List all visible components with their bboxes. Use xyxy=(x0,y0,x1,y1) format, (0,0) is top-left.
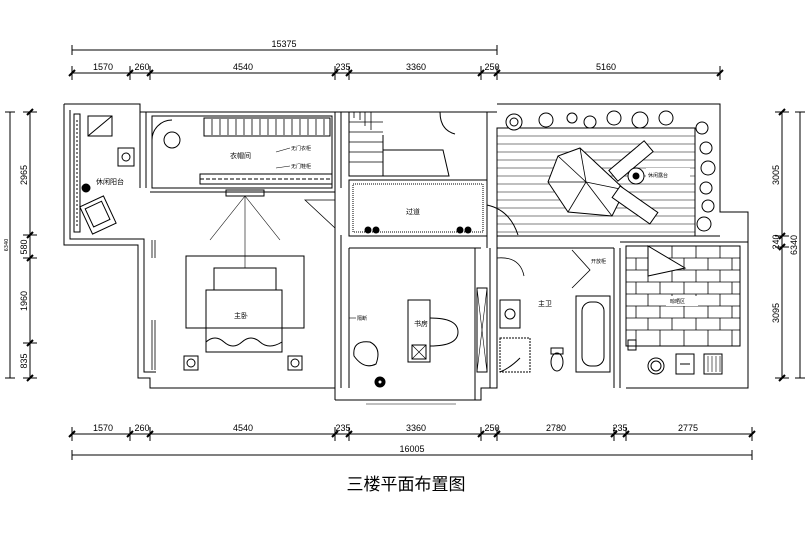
interior-walls xyxy=(340,112,748,388)
dim-top-4: 235 xyxy=(335,62,350,72)
drawing-title: 三楼平面布置图 xyxy=(346,475,466,495)
dim-left-2: 580 xyxy=(19,239,29,254)
drying-area: 晾晒区 xyxy=(625,245,741,375)
annotation-wardrobe-b: 无门鞋柜 xyxy=(291,163,311,170)
room-label-cloakroom: 衣帽间 xyxy=(230,151,251,160)
dim-right-total: 6340 xyxy=(789,235,799,255)
room-label-drying-area: 晾晒区 xyxy=(670,298,685,305)
dim-top-2: 260 xyxy=(134,62,149,72)
leisure-balcony: 休闲阳台 xyxy=(73,113,135,235)
dim-top-1: 1570 xyxy=(93,62,113,72)
dim-bottom-7: 2780 xyxy=(546,423,566,433)
dim-bottom-6: 250 xyxy=(484,423,499,433)
dim-top-5: 3360 xyxy=(406,62,426,72)
dim-bottom-3: 4540 xyxy=(233,423,253,433)
dim-bottom-total: 16005 xyxy=(399,444,424,454)
bottom-dimensions: 1570 260 4540 235 3360 250 2780 235 2775… xyxy=(68,423,756,460)
top-dimensions: 15375 1570 260 4540 235 3360 250 5160 xyxy=(68,39,724,80)
dim-top-7: 5160 xyxy=(596,62,616,72)
dim-top-3: 4540 xyxy=(233,62,253,72)
room-label-study: 书房 xyxy=(414,319,428,328)
room-label-master-bath: 主卫 xyxy=(538,299,552,308)
dim-right-1: 3005 xyxy=(771,165,781,185)
dim-bottom-2: 260 xyxy=(134,423,149,433)
study: 隔断 书房 xyxy=(348,247,488,405)
dim-right-3: 3095 xyxy=(771,303,781,323)
room-label-leisure-balcony: 休闲阳台 xyxy=(96,177,124,186)
right-dimensions: 3005 240 3095 6340 xyxy=(771,108,805,382)
annotation-partition: 隔断 xyxy=(357,315,367,322)
room-label-corridor: 过道 xyxy=(406,207,420,216)
dim-left-1: 2965 xyxy=(19,165,29,185)
floor-plan: 15375 1570 260 4540 235 3360 250 5160 xyxy=(4,39,805,460)
dim-left-4: 835 xyxy=(19,353,29,368)
master-bedroom: 主卧 xyxy=(150,112,342,388)
dim-bottom-5: 3360 xyxy=(406,423,426,433)
dim-left-3: 1960 xyxy=(19,291,29,311)
dim-left-total: 6340 xyxy=(4,239,10,252)
room-label-leisure-terrace: 休闲露台 xyxy=(648,172,668,179)
leisure-terrace: 休闲露台 xyxy=(496,110,716,237)
dim-bottom-8: 235 xyxy=(612,423,627,433)
stairs xyxy=(348,111,456,177)
dim-bottom-9: 2775 xyxy=(678,423,698,433)
dim-right-2: 240 xyxy=(771,234,781,249)
corridor: 过道 xyxy=(348,179,519,237)
dim-top-total: 15375 xyxy=(271,39,296,49)
cloakroom: 衣帽间 无门衣柜 无门鞋柜 xyxy=(151,115,333,189)
left-dimensions: 6340 2965 580 1960 835 xyxy=(4,108,37,382)
annotation-wardrobe-a: 无门衣柜 xyxy=(291,145,311,152)
dim-bottom-4: 235 xyxy=(335,423,350,433)
room-label-master-bedroom: 主卧 xyxy=(234,311,248,320)
outer-walls xyxy=(63,103,749,401)
dim-top-6: 250 xyxy=(484,62,499,72)
dim-bottom-1: 1570 xyxy=(93,423,113,433)
annotation-open-cabinet: 开放柜 xyxy=(591,258,606,265)
master-bath: 主卫 开放柜 xyxy=(496,247,621,388)
